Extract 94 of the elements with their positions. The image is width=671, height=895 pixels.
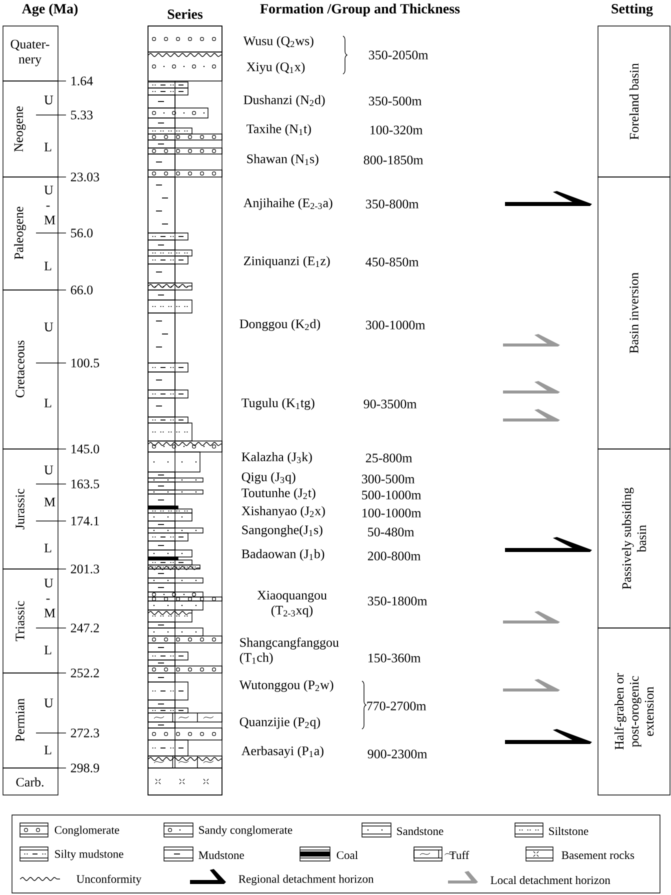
column-header: Formation /Group and Thickness: [260, 4, 460, 16]
formation-label: Kalazha (J$_{3}$k): [242, 452, 312, 464]
age-label: 5.33: [58, 110, 93, 120]
setting-box: Foreland basin: [598, 26, 670, 178]
age-label: 252.2: [58, 668, 99, 678]
formation-label: Tugulu (K$_{1}$tg): [242, 398, 314, 410]
detachment-symbol: [503, 409, 560, 422]
age-label: 100.5: [58, 358, 100, 368]
setting-box: Half-graben or post-orogenic extension: [598, 628, 670, 796]
thickness-label: 900-2300m: [368, 750, 428, 758]
age-label: 23.03: [58, 172, 100, 182]
thickness-label: 90-3500m: [364, 400, 417, 408]
epoch-label: U: [44, 466, 54, 474]
legend-label: Conglomerate: [54, 826, 120, 836]
epoch-label: U: [44, 96, 54, 104]
formation-label: Badaowan (J$_{1}$b): [242, 549, 324, 561]
thickness-label: 25-800m: [366, 454, 412, 462]
age-label: 163.5: [58, 480, 100, 488]
age-label: 272.3: [58, 728, 100, 738]
age-label: 145.0: [58, 444, 100, 454]
detachment-symbol: [505, 537, 592, 552]
formation-label: Xiyu (Q$_{1}$x): [246, 62, 305, 74]
legend-label: Sandy conglomerate: [199, 826, 292, 836]
epoch-label: U - M: [44, 578, 56, 618]
thickness-label: 200-800m: [368, 552, 421, 560]
detachment-symbol: [505, 729, 592, 744]
legend-label: Sandstone: [397, 826, 444, 836]
column-header: Series: [168, 9, 203, 19]
epoch-label: U - M: [44, 186, 56, 224]
epoch-label: M: [44, 498, 56, 506]
thickness-label: 350-1800m: [368, 596, 428, 606]
detachment-symbol: [503, 611, 560, 624]
epoch-label: U: [44, 322, 54, 332]
legend-label: Silty mudstone: [55, 850, 124, 860]
thickness-label: 300-500m: [362, 474, 415, 484]
thickness-label: 100-1000m: [362, 508, 422, 518]
formation-label: Toutunhe (J$_{2}$t): [242, 488, 316, 500]
age-label: 1.64: [58, 76, 93, 86]
formation-label: Dushanzi (N$_{2}$d): [244, 95, 325, 107]
legend-label: Basement rocks: [562, 850, 634, 860]
thickness-label: 50-480m: [368, 528, 414, 536]
thickness-label: 350-500m: [368, 96, 422, 106]
formation-label: Anjihaihe (E$_{2-3}$a): [243, 198, 332, 210]
thickness-label: 770-2700m: [367, 702, 426, 710]
legend-label: Mudstone: [198, 850, 244, 860]
epoch-label: U: [44, 698, 54, 708]
thickness-label: 450-850m: [366, 258, 419, 266]
thickness-label: 500-1000m: [362, 490, 422, 500]
formation-label: Xiaoquangou (T$_{2-3}$xq): [257, 590, 327, 618]
setting-box: Passively subsiding basin: [598, 448, 670, 628]
formation-label: Wusu (Q$_{2}$ws): [243, 36, 314, 48]
detachment-symbol: [503, 381, 560, 394]
formation-label: Shawan (N$_{1}$s): [247, 154, 318, 166]
formation-label: Taxihe (N$_{1}$t): [246, 124, 311, 136]
legend-label: Coal: [336, 850, 358, 860]
column-header: Age (Ma): [22, 4, 78, 16]
epoch-label: L: [44, 746, 52, 754]
thickness-label: 100-320m: [370, 126, 423, 134]
formation-label: Quanzijie (P$_{2}$q): [240, 717, 320, 729]
formation-label: Aerbasayi (P$_{1}$a): [241, 746, 324, 758]
formation-label: Xishanyao (J$_{2}$x): [242, 506, 325, 518]
age-label: 56.0: [58, 228, 93, 238]
legend-label: Siltstone: [549, 826, 588, 836]
legend-label: Tuff: [450, 850, 470, 860]
detachment-symbol: [503, 679, 560, 692]
setting-box: Basin inversion: [598, 176, 670, 450]
formation-label: Donggou (K$_{2}$d): [240, 319, 320, 331]
epoch-label: L: [44, 262, 52, 270]
formation-label: Ziniquanzi (E$_{1}$z): [244, 256, 330, 268]
epoch-label: L: [44, 544, 52, 552]
period-box: Carb.: [2, 768, 58, 796]
detachment-symbol: [503, 334, 560, 346]
age-label: 298.9: [58, 764, 100, 772]
legend-label: Regional detachment horizon: [238, 874, 374, 886]
age-label: 174.1: [58, 516, 99, 526]
legend-label: Local detachment horizon: [490, 876, 610, 884]
formation-label: Shangcangfanggou (T$_{1}$ch): [240, 638, 339, 664]
thickness-label: 800-1850m: [364, 156, 424, 164]
formation-label: Wutonggou (P$_{2}$w): [239, 680, 334, 692]
detachment-symbol: [505, 191, 592, 206]
legend-label: Unconformity: [76, 874, 142, 886]
epoch-label: L: [44, 142, 52, 152]
age-label: 247.2: [58, 624, 99, 632]
thickness-label: 350-2050m: [368, 50, 428, 60]
epoch-label: L: [44, 646, 52, 654]
epoch-label: L: [44, 398, 52, 408]
thickness-label: 150-360m: [368, 654, 421, 662]
period-box: Quater- nery: [2, 26, 58, 82]
age-label: 66.0: [58, 286, 93, 294]
thickness-label: 300-1000m: [366, 320, 426, 330]
thickness-label: 350-800m: [366, 200, 419, 208]
age-label: 201.3: [58, 564, 100, 574]
formation-label: Sangonghe(J$_{1}$s): [242, 525, 322, 537]
formation-label: Qigu (J$_{3}$q): [242, 472, 296, 484]
